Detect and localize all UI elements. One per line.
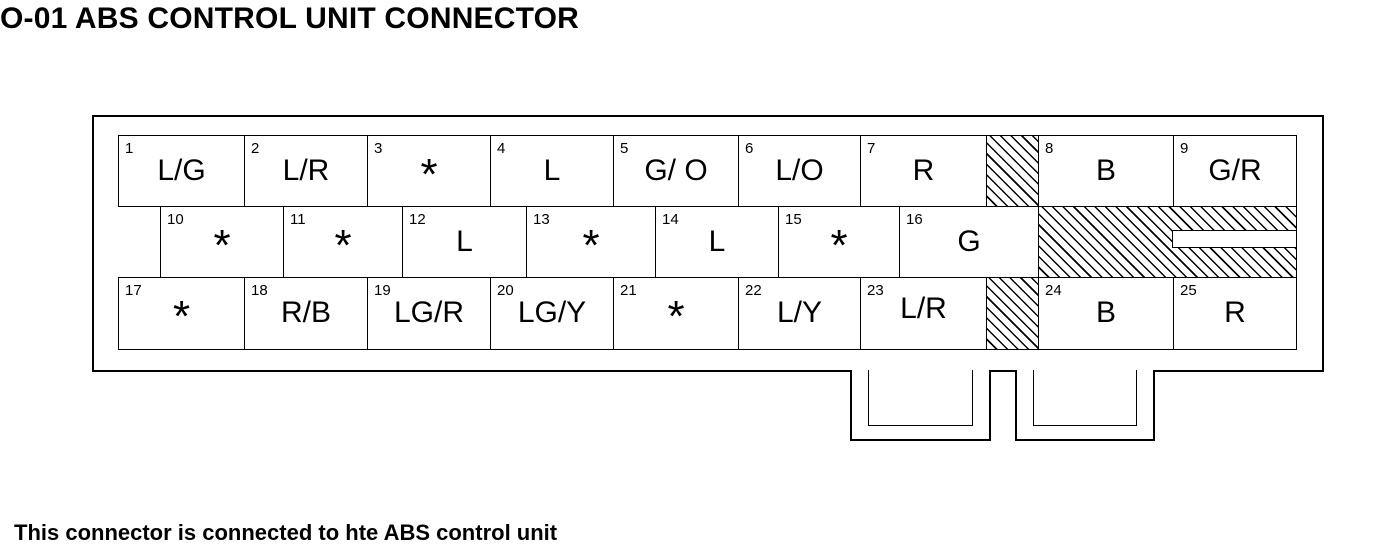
locking-tab-left [850,370,991,441]
pin-11: 11 * [283,206,403,278]
housing-key-slot [1172,230,1296,248]
pin-number: 22 [745,282,762,299]
locking-tab-inner [1033,370,1137,426]
pin-number: 17 [125,282,142,299]
wire-color: * [334,221,352,270]
pin-number: 18 [251,282,268,299]
pin-5: 5 G/ O [613,135,739,207]
wire-color: * [667,292,685,341]
pin-8: 8 B [1038,135,1174,207]
hatched-blank-cavity [986,135,1039,207]
pin-10: 10 * [160,206,284,278]
wire-color: L [708,225,726,258]
pin-number: 9 [1180,140,1189,157]
wire-color: G/R [1208,154,1262,187]
diagram-title: O-01 ABS CONTROL UNIT CONNECTOR [0,2,580,35]
locking-tab-right [1015,370,1155,441]
pin-22: 22 L/Y [738,277,861,350]
pin-number: 21 [620,282,637,299]
pin-23: 23 L/R [860,277,987,350]
pin-21: 21 * [613,277,739,350]
pin-number: 4 [497,140,506,157]
wire-color: R/B [280,296,331,329]
pin-13: 13 * [526,206,656,278]
pin-number: 7 [867,140,876,157]
hatched-blank-cavity [986,277,1039,350]
wire-color: R [1224,296,1246,329]
pin-number: 23 [867,282,884,299]
pin-number: 20 [497,282,514,299]
wire-color: * [420,150,438,199]
pin-25: 25 R [1173,277,1297,350]
pin-14: 14 L [655,206,779,278]
pin-19: 19 LG/R [367,277,491,350]
wire-color: L [456,225,473,258]
wire-color: L/G [157,154,206,187]
pin-number: 14 [662,211,679,228]
pin-12: 12 L [402,206,527,278]
pin-3: 3 * [367,135,491,207]
pin-number: 5 [620,140,629,157]
pin-7: 7 R [860,135,987,207]
pin-17: 17 * [118,277,245,350]
wire-color: L/Y [776,296,823,329]
wire-color: L/R [282,154,330,187]
pin-number: 16 [906,211,923,228]
pin-18: 18 R/B [244,277,368,350]
connector-housing [92,115,1324,372]
wire-color: L [543,154,561,187]
wire-color: L/O [775,154,824,187]
wire-color: B [1095,296,1116,329]
pin-24: 24 B [1038,277,1174,350]
footnote-text: This connector is connected to hte ABS c… [14,520,558,545]
pin-16: 16 G [899,206,1039,278]
pin-number: 10 [167,211,184,228]
pin-number: 15 [785,211,802,228]
pin-9: 9 G/R [1173,135,1297,207]
pin-number: 11 [290,211,306,228]
wire-color: G [957,225,981,258]
pin-number: 6 [745,140,754,157]
wire-color: B [1095,154,1116,187]
pin-20: 20 LG/Y [490,277,614,350]
pin-number: 24 [1045,282,1062,299]
pin-number: 25 [1180,282,1197,299]
pin-2: 2 L/R [244,135,368,207]
wire-color: G/ O [644,154,708,187]
pin-number: 12 [409,211,426,228]
wire-color: LG/R [393,296,465,329]
pin-6: 6 L/O [738,135,861,207]
pin-number: 3 [374,140,383,157]
pin-4: 4 L [490,135,614,207]
wire-color: * [830,221,848,270]
wire-color: * [213,221,231,270]
wire-color: R [912,154,935,187]
wire-color: LG/Y [517,296,587,329]
wire-color: * [172,292,191,341]
pin-number: 2 [251,140,260,157]
pin-1: 1 L/G [118,135,245,207]
pin-number: 19 [374,282,391,299]
pin-number: 1 [125,140,134,157]
wire-color: * [582,221,600,270]
pin-15: 15 * [778,206,900,278]
wire-color: L/R [900,292,947,325]
locking-tab-inner [868,370,973,426]
pin-number: 13 [533,211,550,228]
pin-number: 8 [1045,140,1054,157]
